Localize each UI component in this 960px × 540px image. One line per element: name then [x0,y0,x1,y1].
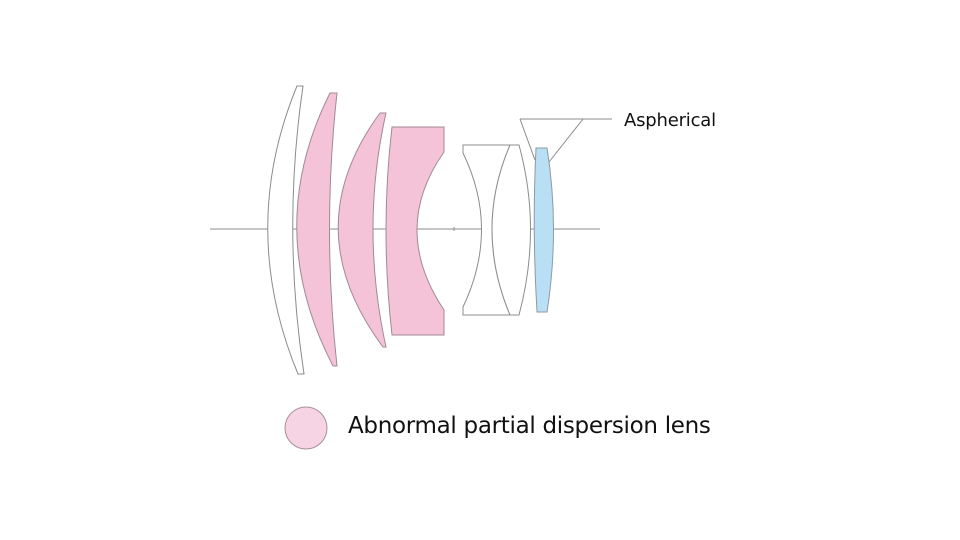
lens-element-1 [267,85,305,375]
legend-label: Abnormal partial dispersion lens [348,413,711,439]
lens-element-6 [491,144,531,316]
lens-element-7-aspherical [533,147,554,313]
aspherical-callout [519,118,612,163]
aspherical-label: Aspherical [624,110,716,131]
callout-leader-right [548,118,584,163]
callout-leader-left [519,118,536,161]
legend-swatch-pink [284,406,328,450]
lens-element-3 [337,112,387,348]
lens-element-4 [385,126,445,336]
lens-element-2 [296,92,338,367]
